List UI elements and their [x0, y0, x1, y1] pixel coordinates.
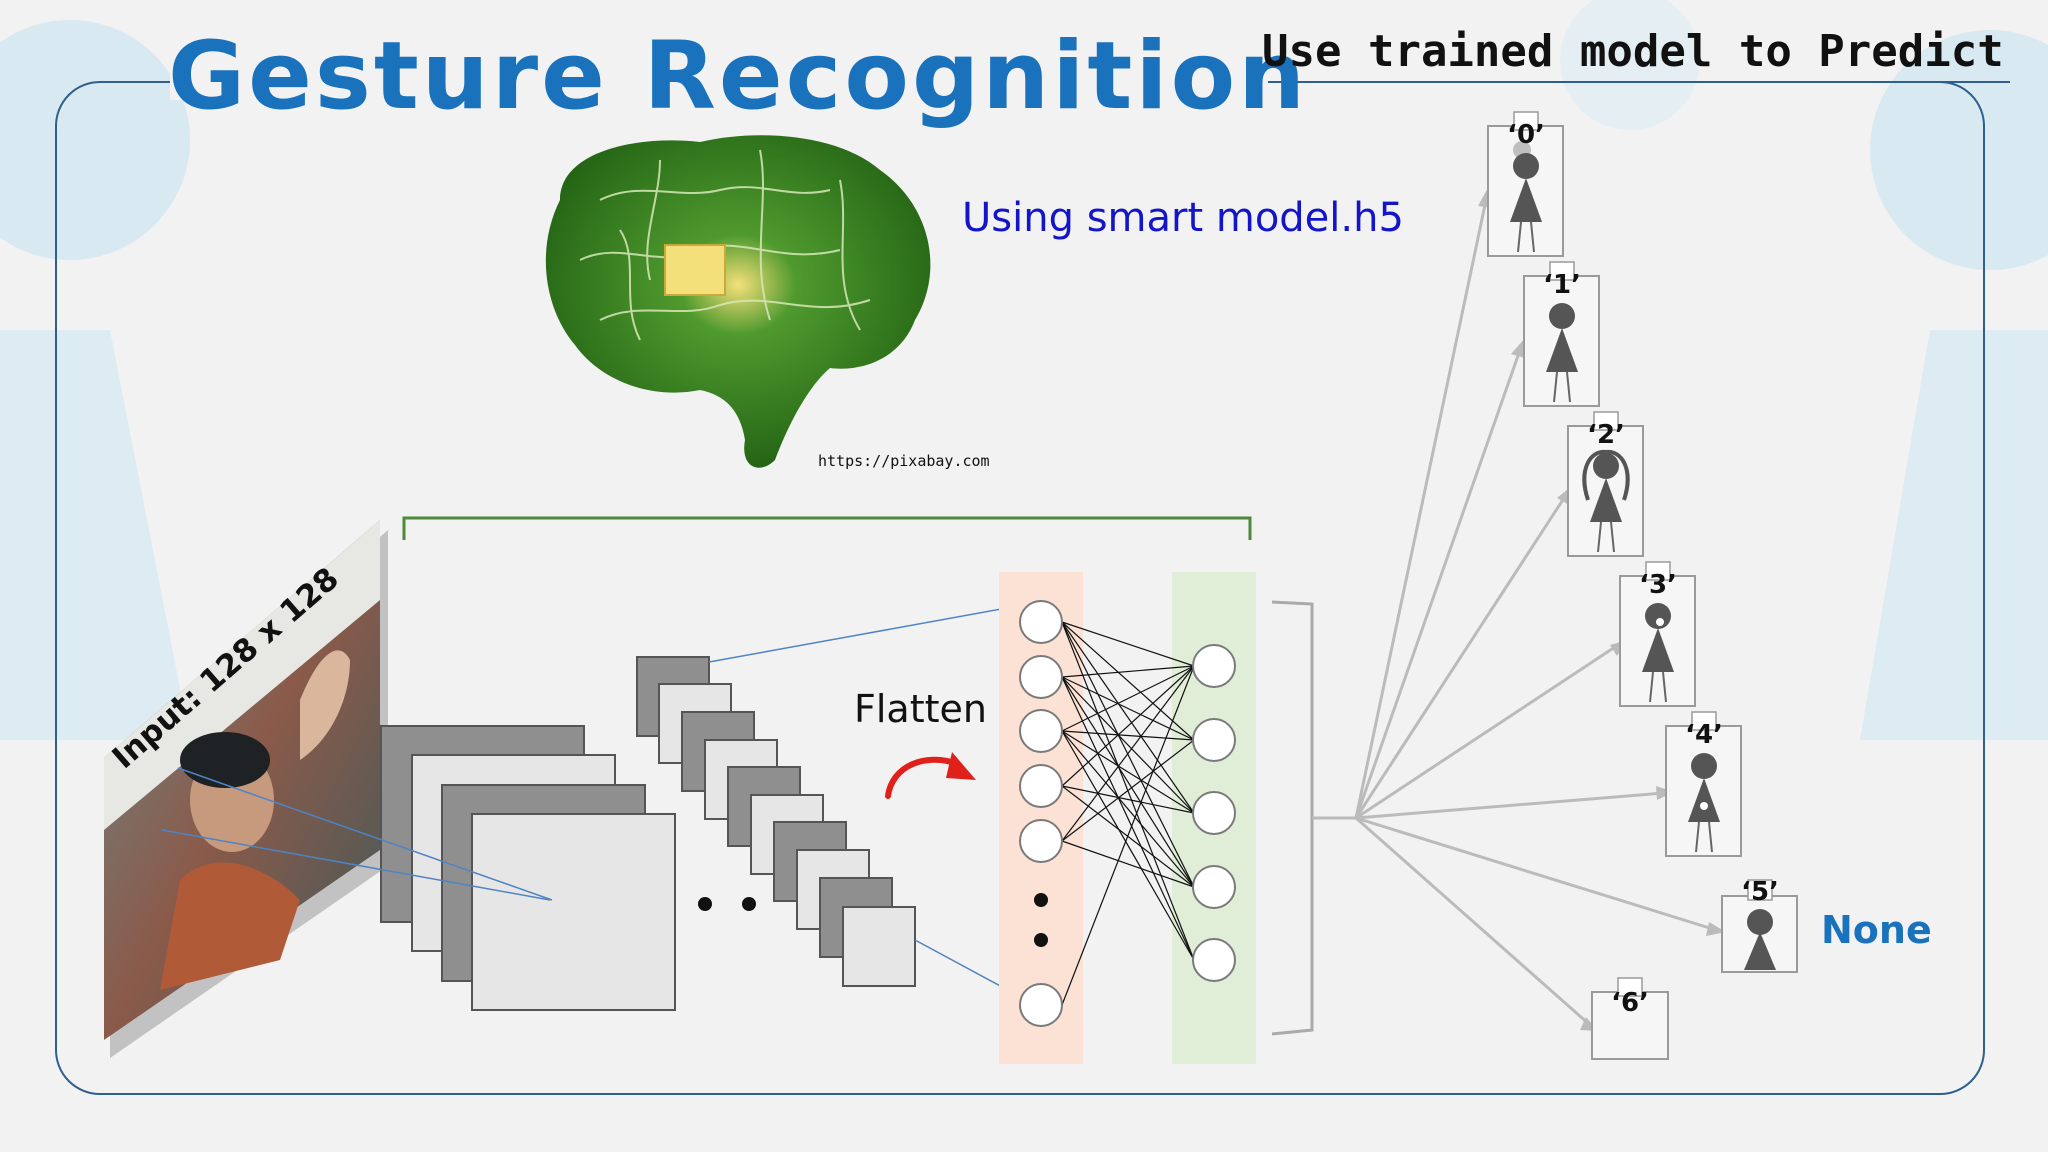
- dense-nodes: [1192, 644, 1236, 982]
- brain-chip-image: [545, 135, 931, 468]
- ellipsis-dot: [1034, 933, 1048, 947]
- flatten-nodes: [1019, 600, 1063, 1027]
- conv-layer-stack-1: [380, 725, 676, 1011]
- output-label-1: ‘1’: [1543, 270, 1581, 300]
- neuron-node: [1019, 819, 1063, 863]
- background-decoration: [0, 0, 2048, 740]
- output-label-2: ‘2’: [1587, 420, 1625, 450]
- page-subtitle: Use trained model to Predict: [1262, 26, 2004, 77]
- flatten-arrow: [885, 752, 976, 799]
- neuron-node: [1019, 764, 1063, 808]
- neuron-node: [1192, 791, 1236, 835]
- output-label-4: ‘4’: [1685, 720, 1723, 750]
- conv-layer-stack-2: [636, 656, 916, 987]
- neuron-node: [1192, 865, 1236, 909]
- flatten-label: Flatten: [854, 687, 987, 731]
- output-gesture-6: [1591, 977, 1669, 1060]
- output-label-0: ‘0’: [1507, 120, 1545, 150]
- dense-connections: [1061, 621, 1195, 1006]
- output-gesture-5: [1721, 879, 1798, 973]
- image-credit: https://pixabay.com: [818, 452, 990, 470]
- flatten-layer-band: [999, 572, 1083, 1064]
- neuron-node: [1019, 600, 1063, 644]
- output-gesture-3: [1619, 561, 1696, 707]
- output-arrows: [1312, 199, 1717, 1027]
- output-gesture-0: [1487, 111, 1564, 257]
- ellipsis-dot: [698, 897, 712, 911]
- output-gesture-4: [1665, 711, 1742, 857]
- neuron-node: [1192, 938, 1236, 982]
- neuron-node: [1019, 983, 1063, 1027]
- output-gesture-1: [1523, 261, 1600, 407]
- output-label-5: ‘5’: [1741, 877, 1779, 907]
- output-bracket: [1271, 600, 1314, 1036]
- output-gesture-2: [1567, 411, 1644, 557]
- ellipsis-dot: [742, 897, 756, 911]
- page-title: Gesture Recognition: [168, 22, 1308, 131]
- neuron-node: [1192, 718, 1236, 762]
- ellipsis-dot: [1034, 893, 1048, 907]
- neuron-node: [1019, 709, 1063, 753]
- neuron-node: [1019, 655, 1063, 699]
- model-bracket: [402, 516, 1252, 540]
- input-photo: [104, 520, 388, 1058]
- none-label: None: [1821, 908, 1932, 952]
- model-label: Using smart model.h5: [962, 195, 1404, 241]
- neuron-node: [1192, 644, 1236, 688]
- output-label-6: ‘6’: [1611, 988, 1649, 1018]
- output-label-3: ‘3’: [1639, 570, 1677, 600]
